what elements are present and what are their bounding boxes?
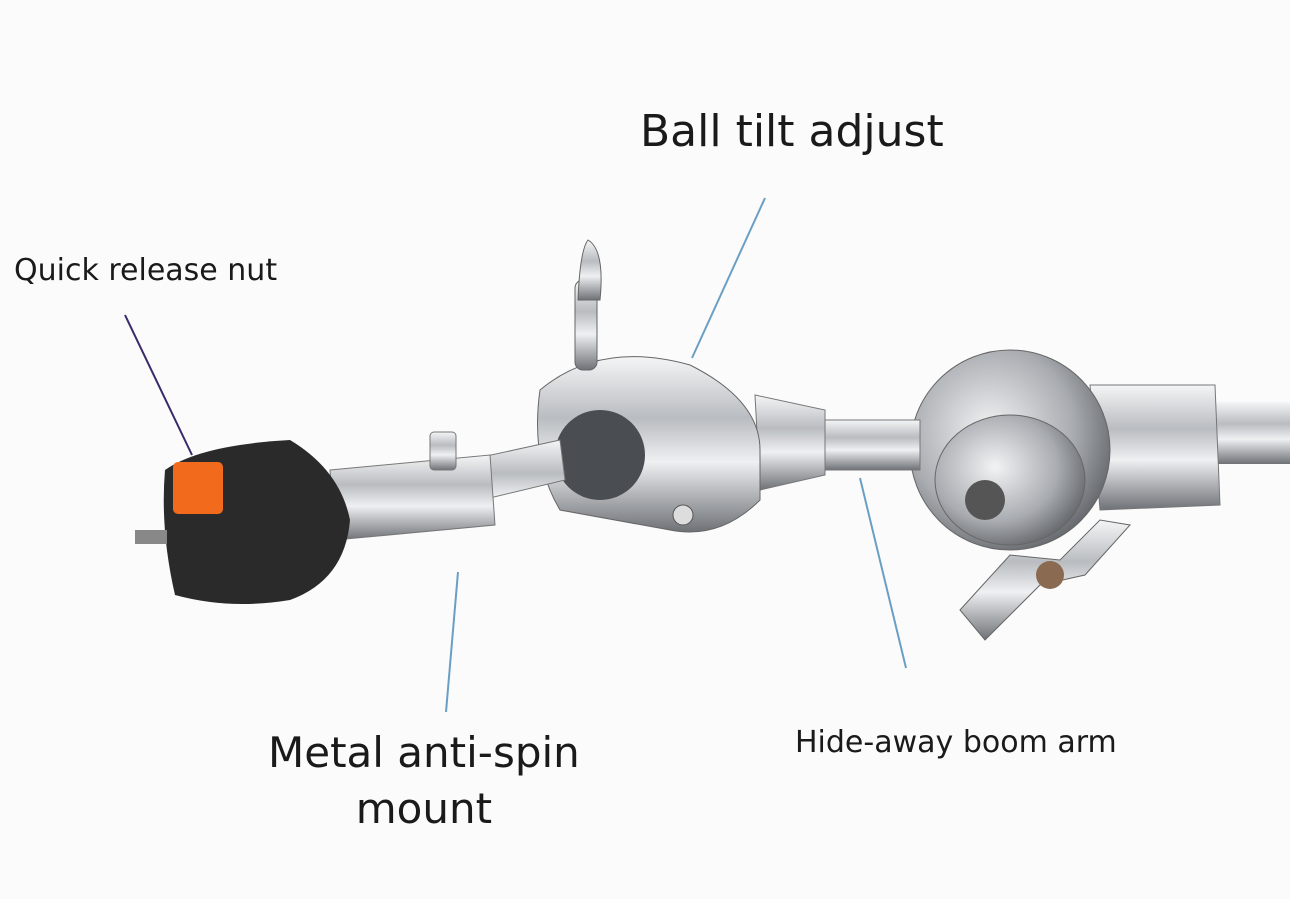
pivot-inner-disk — [934, 414, 1086, 546]
threaded-stud — [135, 530, 167, 544]
set-screw — [429, 431, 457, 471]
neck-flare — [754, 394, 826, 491]
label-metal-mount-line2: mount — [355, 784, 493, 833]
neck — [819, 419, 921, 471]
leader-boom-arm — [859, 477, 907, 669]
label-quick-release: Quick release nut — [14, 253, 278, 288]
bearing — [965, 480, 1005, 520]
leader-quick-release — [124, 314, 193, 456]
label-boom-arm: Hide-away boom arm — [795, 725, 1117, 760]
clamp-bolt — [672, 504, 694, 526]
label-metal-mount-line1: Metal anti-spin — [268, 728, 580, 777]
label-ball-tilt: Ball tilt adjust — [640, 106, 944, 157]
wing-nut-thread — [1036, 561, 1064, 589]
leader-ball-tilt — [691, 197, 766, 359]
label-metal-mount: Metal anti-spin mount — [268, 725, 580, 837]
tilt-screw-handle — [577, 239, 602, 301]
ball — [555, 410, 645, 500]
leader-metal-mount — [445, 571, 459, 713]
anti-spin-sleeve — [329, 454, 496, 541]
quick-release-button — [173, 462, 223, 514]
